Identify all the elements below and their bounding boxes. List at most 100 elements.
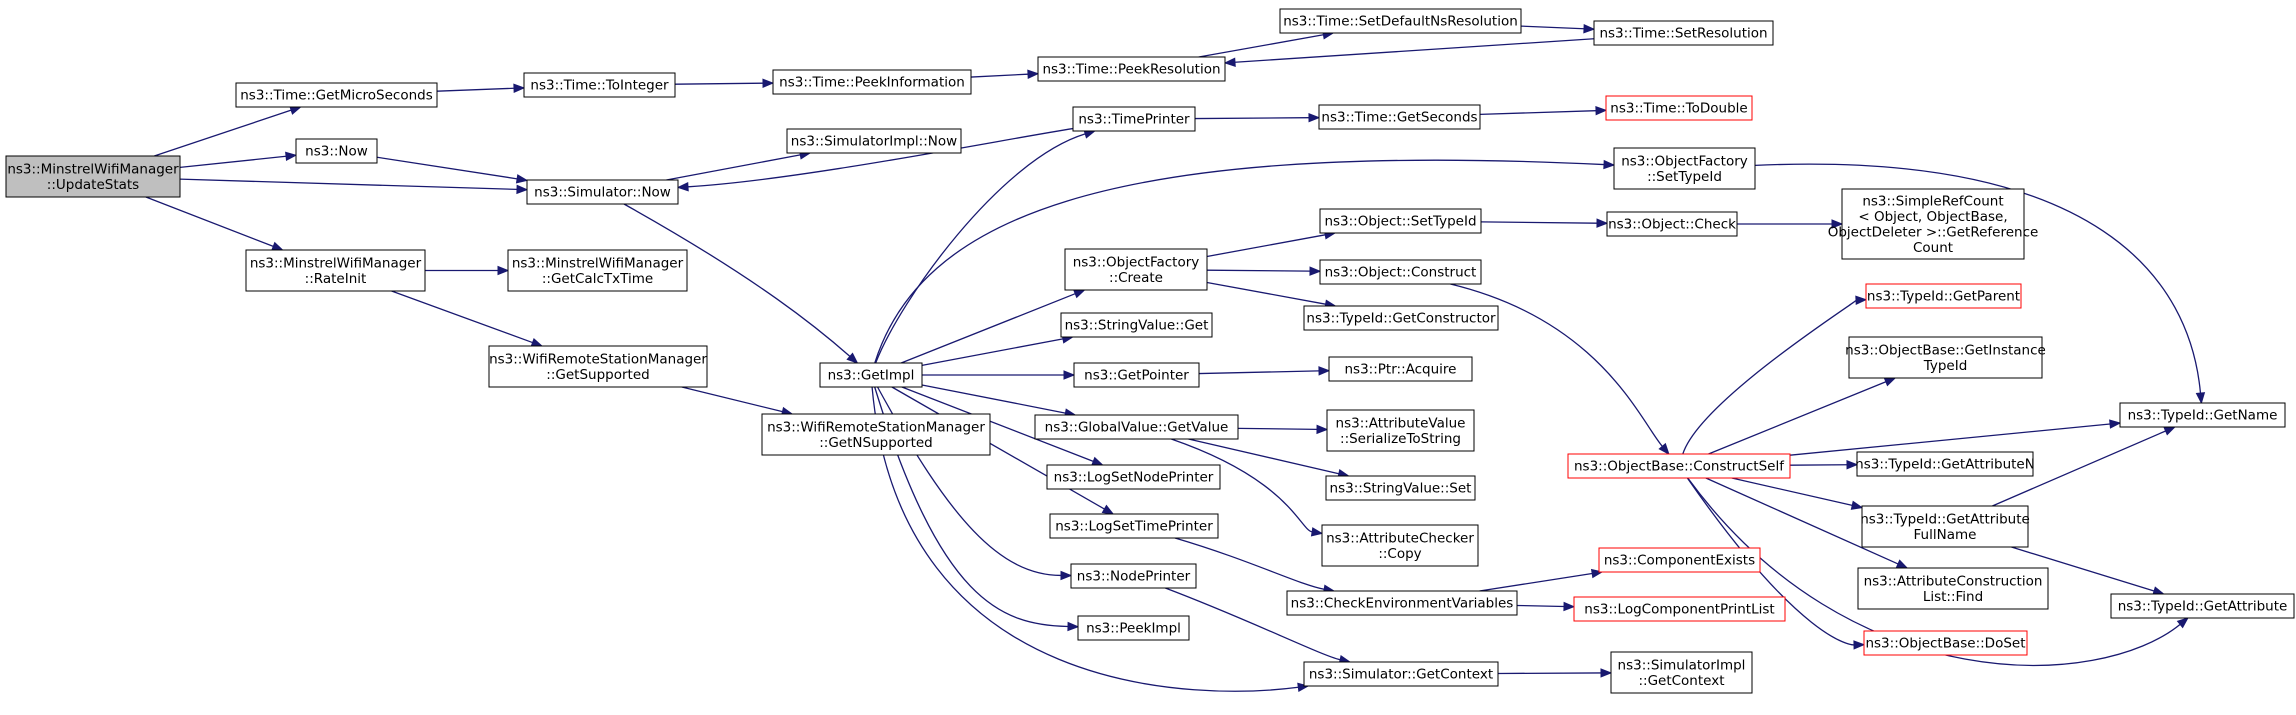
node-n20[interactable]: ns3::SimpleRefCount< Object, ObjectBase,… (1828, 188, 2039, 260)
node-n39[interactable]: ns3::LogSetTimePrinter (1049, 513, 1219, 539)
node-label: ns3::SimulatorImpl::Now (791, 134, 957, 150)
edge-line (1171, 438, 1313, 533)
node-n12[interactable]: ns3::Time::GetSeconds (1318, 104, 1481, 130)
node-n42[interactable]: ns3::NodePrinter (1070, 563, 1197, 589)
node-n17[interactable]: ns3::ObjectFactory::Create (1064, 248, 1208, 291)
node-n21[interactable]: ns3::Object::Construct (1319, 259, 1482, 285)
arrowhead-icon (1895, 559, 1909, 569)
node-box (1856, 451, 2034, 477)
node-n44[interactable]: ns3::CheckEnvironmentVariables (1286, 590, 1518, 616)
edge-n4-n5 (970, 69, 1040, 79)
node-box (1848, 336, 2043, 379)
node-n32[interactable]: ns3::GlobalValue::GetValue (1034, 414, 1239, 440)
node-n41[interactable]: ns3::ComponentExists (1598, 547, 1761, 573)
node-n11[interactable]: ns3::TimePrinter (1072, 106, 1196, 132)
node-label: ns3::Object::Construct (1325, 265, 1477, 281)
node-n6[interactable]: ns3::Time::SetDefaultNsResolution (1279, 8, 1522, 34)
node-box (1037, 56, 1226, 82)
node-n8[interactable]: ns3::Now (295, 138, 378, 164)
node-n40[interactable]: ns3::AttributeChecker::Copy (1321, 524, 1479, 567)
node-n2[interactable]: ns3::Time::GetMicroSeconds (235, 82, 438, 108)
node-label: ns3::GlobalValue::GetValue (1045, 420, 1229, 436)
node-n27[interactable]: ns3::GetPointer (1073, 362, 1200, 388)
node-n19[interactable]: ns3::Object::Check (1606, 211, 1738, 237)
node-box (1857, 567, 2049, 610)
node-n31[interactable]: ns3::WifiRemoteStationManager::GetNSuppo… (761, 413, 991, 456)
node-label: ns3::TimePrinter (1078, 112, 1190, 128)
edge-line (1516, 604, 1565, 608)
node-n33[interactable]: ns3::AttributeValue::SerializeToString (1326, 409, 1475, 452)
node-label: ns3::ObjectBase::ConstructSelf (1574, 459, 1785, 475)
edge-n2-n3 (436, 83, 526, 94)
node-n16[interactable]: ns3::MinstrelWifiManager::GetCalcTxTime (507, 249, 688, 292)
edge-line (1206, 269, 1311, 272)
node-n48[interactable]: ns3::ObjectBase::DoSet (1863, 630, 2028, 656)
node-n3[interactable]: ns3::Time::ToInteger (523, 72, 676, 98)
node-n37[interactable]: ns3::StringValue::Set (1325, 475, 1476, 501)
arrowhead-icon (515, 174, 529, 184)
edge-n11-n9 (676, 127, 1074, 192)
node-n15[interactable]: ns3::MinstrelWifiManager::RateInit (245, 249, 426, 292)
node-label: < Object, ObjectBase, (1858, 209, 2007, 225)
node-n34[interactable]: ns3::ObjectBase::ConstructSelf (1567, 453, 1791, 479)
node-n13[interactable]: ns3::Time::ToDouble (1605, 95, 1753, 121)
node-n7[interactable]: ns3::Time::SetResolution (1593, 20, 1774, 46)
node-n30[interactable]: ns3::TypeId::GetName (2119, 402, 2286, 428)
edge-line (179, 178, 518, 191)
edge-line (970, 73, 1029, 78)
node-n45[interactable]: ns3::LogComponentPrintList (1573, 596, 1786, 622)
edge-n34-n35 (1789, 460, 1859, 470)
node-label: TypeId (1923, 358, 1968, 374)
node-n50[interactable]: ns3::SimulatorImpl::GetContext (1610, 651, 1753, 694)
node-label: ns3::NodePrinter (1077, 569, 1191, 585)
node-label: ns3::GetImpl (828, 368, 915, 384)
edge-n49-n50 (1497, 668, 1613, 678)
edge-n15-n25 (391, 290, 544, 347)
node-box (761, 413, 991, 456)
node-n23[interactable]: ns3::StringValue::Get (1060, 312, 1213, 338)
node-box (1034, 414, 1239, 440)
node-label: ns3::Time::PeekInformation (779, 75, 965, 91)
node-n9[interactable]: ns3::Simulator::Now (526, 179, 679, 205)
node-n5[interactable]: ns3::Time::PeekResolution (1037, 56, 1226, 82)
node-box (1064, 248, 1208, 291)
node-n22[interactable]: ns3::TypeId::GetConstructor (1303, 305, 1499, 331)
node-n1[interactable]: ns3::MinstrelWifiManager::UpdateStats (5, 155, 181, 198)
node-n14[interactable]: ns3::ObjectFactory::SetTypeId (1613, 147, 1756, 190)
edge-line (1731, 477, 1853, 507)
arrowhead-icon (1223, 57, 1236, 67)
node-n36[interactable]: ns3::LogSetNodePrinter (1046, 464, 1221, 490)
edge-n39-n44 (1174, 537, 1336, 594)
edge-line (1198, 34, 1324, 58)
node-n26[interactable]: ns3::GetImpl (819, 362, 923, 388)
node-label: ns3::Ptr::Acquire (1345, 362, 1457, 378)
node-n49[interactable]: ns3::Simulator::GetContext (1303, 661, 1499, 687)
edge-line (1174, 537, 1325, 590)
node-box (2119, 402, 2286, 428)
node-n28[interactable]: ns3::Ptr::Acquire (1328, 356, 1473, 382)
node-n24[interactable]: ns3::TypeId::GetParent (1865, 283, 2022, 309)
node-n4[interactable]: ns3::Time::PeekInformation (772, 69, 972, 95)
node-n46[interactable]: ns3::TypeId::GetAttribute (2110, 593, 2295, 619)
arrowhead-icon (1595, 105, 1608, 116)
node-label: FullName (1914, 527, 1977, 543)
node-n25[interactable]: ns3::WifiRemoteStationManager::GetSuppor… (488, 345, 708, 388)
node-box (295, 138, 378, 164)
node-n47[interactable]: ns3::PeekImpl (1077, 615, 1190, 641)
node-n35[interactable]: ns3::TypeId::GetAttributeN (1855, 451, 2035, 477)
edge-n26-n27 (922, 370, 1076, 380)
node-box (235, 82, 438, 108)
edge-line (901, 386, 1094, 462)
node-n18[interactable]: ns3::Object::SetTypeId (1319, 208, 1482, 234)
edge-n7-n5 (1223, 38, 1595, 67)
edge-line (1479, 572, 1593, 592)
edge-n44-n45 (1516, 601, 1576, 612)
arrowhead-icon (530, 337, 544, 347)
arrowhead-icon (289, 105, 302, 115)
node-n10[interactable]: ns3::SimulatorImpl::Now (786, 128, 962, 154)
arrowhead-icon (2176, 617, 2189, 629)
arrowhead-icon (285, 151, 298, 162)
